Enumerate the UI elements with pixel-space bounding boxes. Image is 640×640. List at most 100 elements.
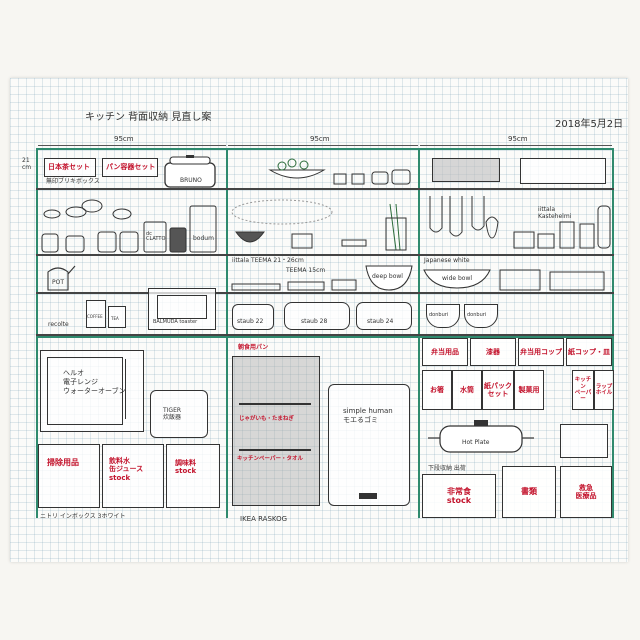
pot-label: POT bbox=[52, 279, 65, 286]
tea-canister: TEA bbox=[108, 306, 126, 328]
toaster-label: BALMUDA toaster bbox=[153, 319, 198, 325]
drawer-wrap-foil: ラップ ホイル bbox=[594, 370, 614, 410]
kastehelmi-label: iittala Kastehelmi bbox=[538, 206, 572, 221]
drawer-paper-cups: 紙コップ・皿 bbox=[566, 338, 612, 366]
donburi-bowl-2: donburi bbox=[464, 304, 498, 328]
page-title: キッチン 背面収納 見直し案 bbox=[85, 112, 212, 123]
bins-caption: ニトリ インボックス 3ホワイト bbox=[40, 513, 126, 520]
oven-door-window bbox=[47, 357, 123, 425]
wide-bowl-label: wide bowl bbox=[442, 275, 473, 282]
japanese-white-label: Japanese white bbox=[424, 257, 470, 264]
donburi-2-label: donburi bbox=[467, 312, 487, 318]
cart-shelf-1 bbox=[239, 403, 311, 405]
deep-bowl-sketch bbox=[365, 265, 413, 291]
bin-drinks-label: 飲料水 缶ジュース stock bbox=[109, 457, 144, 482]
dishware-sketch bbox=[231, 199, 407, 251]
dim-label-right: 95cm bbox=[508, 135, 528, 143]
tea-set-box: 日本茶セット bbox=[44, 158, 96, 177]
drawer-bento-cups: 弁当用コップ bbox=[518, 338, 564, 366]
drawer-paper-pack: 紙パック セット bbox=[482, 370, 514, 410]
tiger-rice-cooker: TIGER 炊飯器 bbox=[150, 390, 208, 438]
tea-set-label: 日本茶セット bbox=[48, 163, 90, 171]
dim-line-middle bbox=[228, 145, 418, 146]
cart-shelf-2-label: キッチンペーパー・タオル bbox=[237, 456, 303, 462]
recolte-label: recolte bbox=[48, 321, 69, 328]
dim-label-height: 21 cm bbox=[22, 157, 32, 171]
donburi-bowl-1: donburi bbox=[426, 304, 460, 328]
raskog-cart: じゃがいも・たまねぎ キッチンペーパー・タオル bbox=[232, 356, 320, 506]
shelf-2 bbox=[36, 254, 614, 256]
right-top-box bbox=[432, 158, 500, 182]
tiger-label: TIGER 炊飯器 bbox=[163, 407, 182, 422]
staub-22-label: staub 22 bbox=[237, 318, 264, 325]
coffee-canister: COFFEE bbox=[86, 300, 106, 328]
bruno-label: BRUNO bbox=[180, 177, 202, 184]
dim-line-left bbox=[38, 145, 226, 146]
shelf-1 bbox=[36, 188, 614, 190]
right-plate-stack bbox=[499, 269, 605, 291]
hot-plate-label: Hot Plate bbox=[462, 439, 490, 446]
raskog-caption: IKEA RASKOG bbox=[240, 515, 288, 523]
cart-shelf-1-label: じゃがいも・たまねぎ bbox=[239, 416, 294, 422]
donburi-1-label: donburi bbox=[429, 312, 449, 318]
cups-sketch bbox=[41, 199, 217, 253]
drawer-caption: 下段収納 出荷 bbox=[428, 465, 466, 472]
plate-stacks bbox=[231, 279, 357, 291]
cabinet-right-edge bbox=[612, 148, 614, 518]
bottom-first-aid: 救急 医療品 bbox=[560, 466, 612, 518]
wide-bowl-sketch bbox=[423, 269, 491, 289]
drawer-chopsticks: お箸 bbox=[422, 370, 452, 410]
bin-cleaning: 掃除用品 bbox=[38, 444, 100, 508]
right-top-box-2 bbox=[520, 158, 606, 184]
deep-bowl-label: deep bowl bbox=[372, 273, 403, 280]
clatto-label: dc CLATTO bbox=[146, 231, 166, 242]
staub-22: staub 22 bbox=[232, 304, 274, 330]
iittala-teema-label: iittala TEEMA 21・26cm bbox=[232, 257, 304, 264]
toaster-window bbox=[157, 295, 207, 319]
wine-glasses-sketch bbox=[429, 196, 611, 249]
cabinet-left-edge bbox=[36, 148, 38, 518]
drawer-lacquerware: 漆器 bbox=[470, 338, 516, 366]
cabinet-divider-2 bbox=[418, 148, 420, 518]
staub-28-label: staub 28 bbox=[301, 318, 328, 325]
bread-case-label: パン容器セット bbox=[106, 163, 156, 171]
microwave-oven: ヘルオ 電子レンジ ウォーターオーブン bbox=[40, 350, 144, 432]
cabinet-top-edge bbox=[36, 148, 614, 150]
toaster-box: BALMUDA toaster bbox=[148, 288, 216, 330]
shelf-3 bbox=[36, 292, 614, 294]
cabinet-divider-1 bbox=[226, 148, 228, 518]
date-label: 2018年5月2日 bbox=[555, 119, 624, 130]
bodum-label: bodum bbox=[193, 235, 214, 242]
cart-shelf-2 bbox=[239, 449, 311, 451]
cart-top-label: 朝食用パン bbox=[238, 344, 269, 351]
coffee-label: COFFEE bbox=[87, 314, 103, 319]
dim-label-left: 95cm bbox=[114, 135, 134, 143]
shelf-4 bbox=[36, 334, 614, 336]
bin-seasoning-label: 調味料 stock bbox=[175, 459, 197, 476]
bottom-emergency-food: 非常食 stock bbox=[422, 474, 496, 518]
bread-case-box: パン容器セット bbox=[102, 158, 158, 177]
teema15-label: TEEMA 15cm bbox=[286, 267, 326, 274]
staub-28: staub 28 bbox=[284, 302, 350, 330]
oven-control-panel bbox=[125, 359, 138, 419]
trash-label: simple human モエるゴミ bbox=[343, 407, 393, 425]
drawer-baking: 製菓用 bbox=[514, 370, 544, 410]
tin-box-caption: 無印ブリキボックス bbox=[46, 178, 100, 185]
staub-24-label: staub 24 bbox=[367, 318, 394, 325]
plant-bowl-sketch bbox=[268, 158, 411, 185]
dim-line-right bbox=[420, 145, 612, 146]
trash-pedal bbox=[359, 493, 377, 499]
drawer-water-bottle: 水筒 bbox=[452, 370, 482, 410]
tea-label: TEA bbox=[111, 316, 119, 321]
cabinet-mid-band bbox=[36, 336, 614, 338]
staub-24: staub 24 bbox=[356, 302, 412, 330]
drawer-bento-goods: 弁当用品 bbox=[422, 338, 468, 366]
oven-label: ヘルオ 電子レンジ ウォーターオーブン bbox=[63, 369, 126, 396]
simplehuman-trash: simple human モエるゴミ bbox=[328, 384, 410, 506]
bin-drinks: 飲料水 缶ジュース stock bbox=[102, 444, 164, 508]
bin-seasoning: 調味料 stock bbox=[166, 444, 220, 508]
bottom-documents: 書類 bbox=[502, 466, 556, 518]
bin-cleaning-label: 掃除用品 bbox=[47, 458, 79, 467]
bruno-pot-drawing bbox=[164, 155, 216, 188]
kettle-sketch bbox=[47, 265, 76, 291]
